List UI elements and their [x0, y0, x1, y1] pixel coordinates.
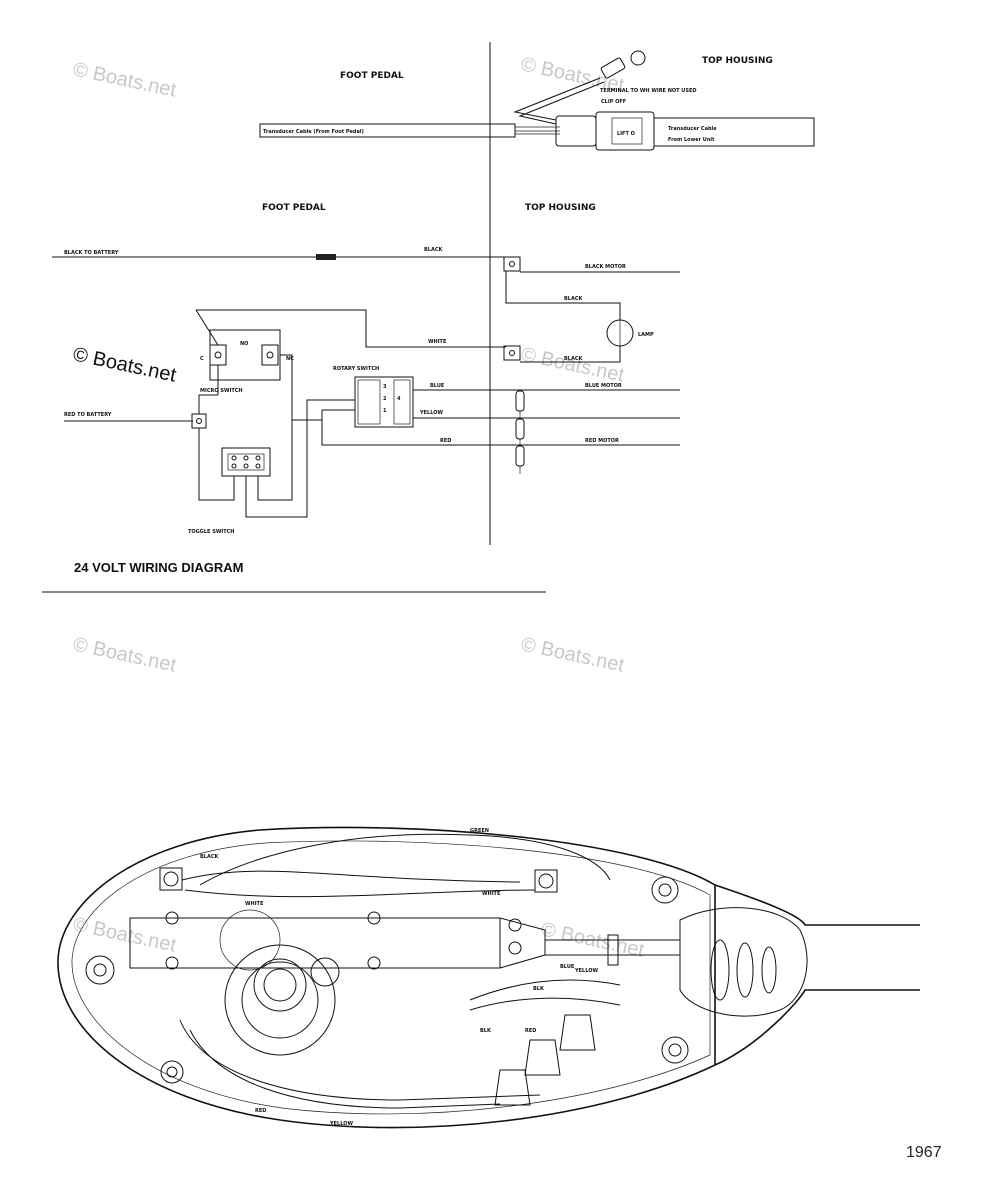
drive-gear	[253, 958, 307, 1012]
toggle-switch	[221, 447, 271, 477]
red-yellow-harness	[179, 1019, 541, 1101]
transducer-section: FOOT PEDAL TOP HOUSING Transducer Cable …	[259, 50, 815, 151]
rotary-switch-label: ROTARY SWITCH	[333, 366, 379, 372]
motor-connector	[494, 1069, 531, 1106]
nc-label: NC	[286, 356, 294, 362]
blue-label: BLUE	[430, 383, 445, 389]
shaft-upper	[714, 884, 920, 926]
black-lamp-label: BLACK	[564, 296, 584, 302]
fuse	[316, 254, 336, 260]
green-wire-harness	[199, 833, 611, 886]
white-wire	[196, 309, 506, 348]
handle-grip	[679, 907, 808, 1017]
wire-label-red-2: RED	[255, 1108, 266, 1114]
page-number: 1967	[906, 1144, 942, 1161]
watermark-dark: © Boats.net	[71, 343, 179, 386]
wire-label-black: BLACK	[200, 854, 220, 860]
wire-label-yellow-2: YELLOW	[574, 968, 598, 974]
white-wire-harness	[184, 889, 536, 898]
watermarks: © Boats.net © Boats.net © Boats.net © Bo…	[71, 53, 647, 961]
black-wire-harness	[181, 870, 521, 883]
wire-label-yellow: YELLOW	[329, 1121, 353, 1127]
terminal-note: TERMINAL TO WH WIRE NOT USED	[600, 88, 697, 94]
top-housing-heading-2: TOP HOUSING	[525, 203, 596, 213]
blue-motor-label: BLUE MOTOR	[585, 383, 622, 389]
wire-label-red: RED	[525, 1028, 536, 1034]
micro-switch-label: MICRO SWITCH	[200, 388, 243, 394]
white-terminal	[503, 345, 521, 361]
lamp-label: LAMP	[638, 332, 654, 338]
transducer-cable-label: Transducer Cable	[668, 126, 717, 132]
red-label: RED	[440, 438, 451, 444]
clip-note: CLIP OFF	[601, 99, 626, 105]
wire-label-white-2: WHITE	[482, 891, 501, 897]
black-label: BLACK	[424, 247, 444, 253]
cable-label: Transducer Cable (From Foot Pedal)	[263, 129, 364, 135]
black-lamp-wire	[505, 271, 621, 320]
mount-screw	[160, 1060, 184, 1084]
rotary-pin-4: 4	[397, 396, 401, 402]
motor-connector	[559, 1014, 596, 1051]
lower-unit-label: From Lower Unit	[668, 137, 715, 143]
mount-screw	[651, 876, 679, 904]
red-motor-label: RED MOTOR	[585, 438, 619, 444]
wiring-section: FOOT PEDAL TOP HOUSING BLACK TO BATTERY …	[52, 203, 680, 535]
rotary-switch	[354, 376, 414, 428]
diagram-title: 24 VOLT WIRING DIAGRAM	[74, 560, 243, 575]
grip-slot	[736, 942, 754, 998]
top-housing-heading: TOP HOUSING	[702, 56, 773, 66]
no-label: NO	[240, 341, 248, 347]
wire-label-white: WHITE	[245, 901, 264, 907]
bullet-connectors	[515, 390, 525, 474]
black-lamp-return-label: BLACK	[564, 356, 584, 362]
black-motor-label: BLACK MOTOR	[585, 264, 626, 270]
white-terminal-block	[534, 869, 558, 893]
rotary-pin-3: 3	[383, 384, 387, 390]
foot-pedal-heading-2: FOOT PEDAL	[262, 203, 326, 213]
transducer-connector-male	[555, 115, 597, 147]
mount-screw	[85, 955, 115, 985]
red-to-battery-label: RED TO BATTERY	[64, 412, 112, 418]
wire-label-green: GREEN	[470, 828, 489, 834]
yellow-label: YELLOW	[419, 410, 443, 416]
foot-pedal-heading: FOOT PEDAL	[340, 71, 404, 81]
watermark: © Boats.net	[71, 58, 179, 101]
ring-terminal-crimp	[600, 57, 626, 79]
motor-connector	[524, 1039, 561, 1076]
rotary-pin-1: 1	[383, 408, 387, 414]
watermark: © Boats.net	[519, 343, 627, 386]
shaft-lower	[714, 989, 920, 1066]
mount-screw	[661, 1036, 689, 1064]
steering-bracket	[129, 917, 501, 969]
motor-head-housing: BLACK GREEN WHITE WHITE BLUE RED YELLOW …	[57, 826, 920, 1129]
grip-slot	[761, 946, 777, 994]
wire-label-blk: BLK	[480, 1028, 492, 1034]
watermark: © Boats.net	[71, 633, 179, 676]
foot-pedal-cable	[259, 123, 516, 138]
white-label: WHITE	[428, 339, 447, 345]
idler-gear	[310, 957, 340, 987]
housing-outline	[57, 826, 716, 1129]
ring-terminal	[630, 50, 646, 66]
black-terminal-block	[159, 867, 183, 891]
red-wire	[321, 409, 680, 446]
rotary-pin-2: 2	[383, 396, 387, 402]
lower-unit-cable	[653, 117, 815, 147]
wire-label-blk-2: BLK	[533, 986, 545, 992]
c-label: C	[200, 356, 204, 362]
toggle-switch-label: TOGGLE SWITCH	[188, 529, 234, 535]
wire-label-blue: BLUE	[560, 964, 575, 970]
red-junction	[191, 413, 207, 429]
black-to-battery-label: BLACK TO BATTERY	[64, 250, 119, 256]
watermark: © Boats.net	[519, 633, 627, 676]
unused-white-wire	[513, 77, 601, 121]
motor-gear-housing	[224, 944, 336, 1056]
plug-label: LIFT O	[617, 131, 635, 137]
grip-slot	[710, 939, 730, 1001]
cable-tie	[607, 934, 619, 966]
black-terminal	[503, 256, 521, 272]
